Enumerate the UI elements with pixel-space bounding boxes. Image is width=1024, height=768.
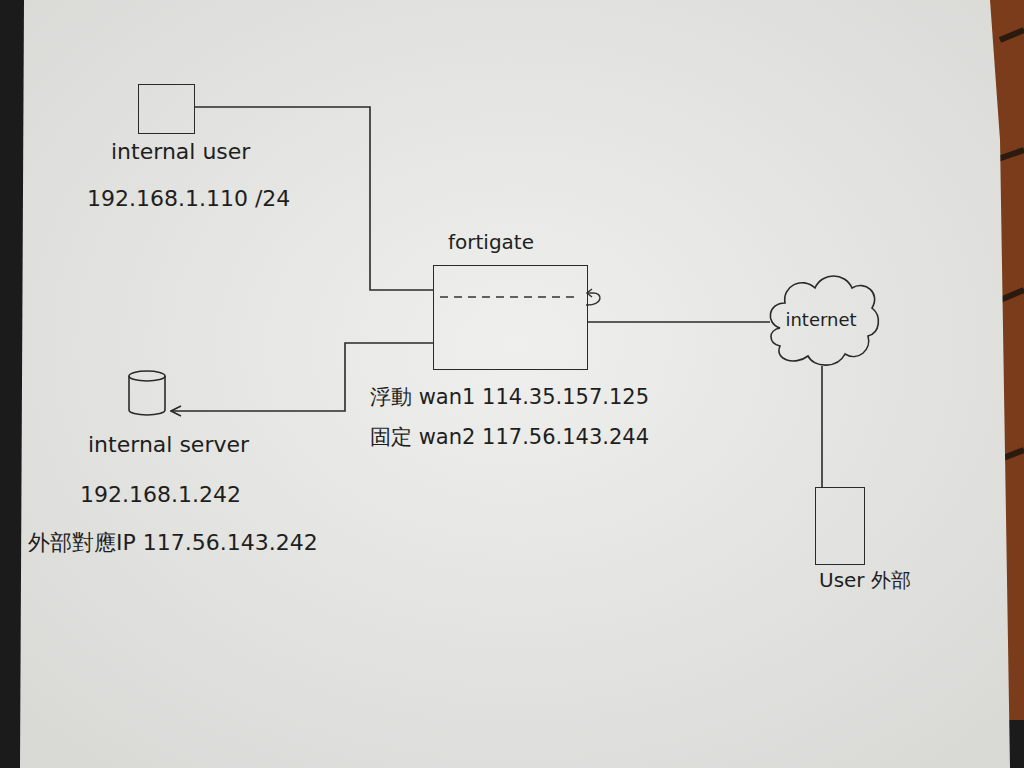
firewall-box: fortigate bbox=[433, 265, 588, 370]
user-box: internal user192.168.1.110 /24 bbox=[138, 84, 195, 134]
dashed-divider bbox=[440, 296, 578, 297]
public-ip: 外部對應IP 117.56.143.242 bbox=[28, 530, 318, 555]
ip-address: 192.168.1.110 /24 bbox=[87, 186, 290, 211]
device-name: internal user bbox=[111, 139, 250, 164]
device-name: internal server bbox=[88, 432, 249, 457]
internet-cloud: internet bbox=[760, 268, 882, 372]
server-cylinder: internal server192.168.1.242外部對應IP 117.5… bbox=[127, 370, 167, 416]
wan-address: 浮動 wan1 114.35.157.125 bbox=[370, 385, 649, 409]
wan-address: 固定 wan2 117.56.143.244 bbox=[370, 425, 649, 449]
cloud-name: internet bbox=[785, 310, 856, 331]
device-name: fortigate bbox=[448, 231, 534, 254]
paper-sheet bbox=[20, 0, 1010, 768]
network-link bbox=[588, 321, 770, 323]
cylinder-outline bbox=[127, 370, 167, 416]
device-name: User 外部 bbox=[819, 569, 911, 592]
ip-address: 192.168.1.242 bbox=[80, 482, 241, 507]
network-link bbox=[821, 366, 823, 487]
user-box: User 外部 bbox=[815, 487, 865, 565]
